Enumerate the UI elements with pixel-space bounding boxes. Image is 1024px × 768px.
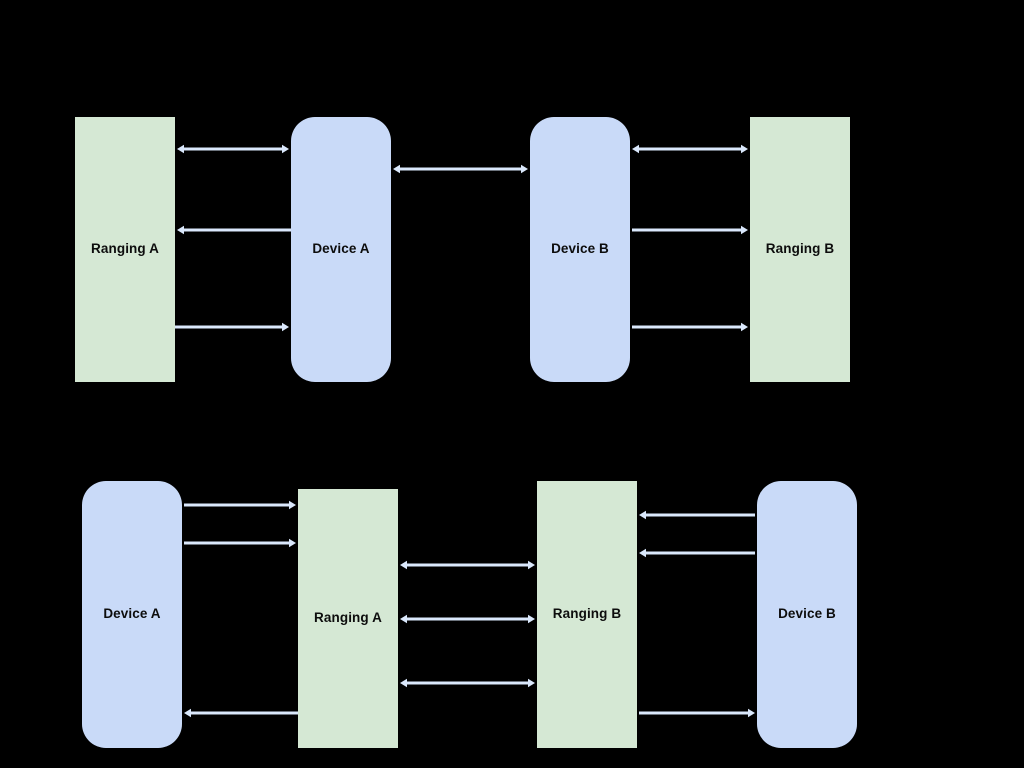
node-label: Ranging B [552,606,622,622]
node-label: Ranging A [314,610,382,626]
arrow-head [177,225,184,235]
arrow-shaft [642,513,755,517]
arrow-bot-device-a-to-bot-ranging-a [174,495,306,515]
arrow-graphic [184,708,298,718]
arrow-graphic [400,678,535,688]
arrow-shaft [635,147,745,151]
arrow-shaft [403,681,532,685]
node-label: Ranging B [765,241,835,257]
arrow-head [177,144,184,154]
node-bot-ranging-b[interactable]: Ranging B [537,481,637,748]
node-label: Device B [551,241,609,257]
node-label: Device B [778,606,836,622]
arrow-head [184,708,191,718]
arrow-graphic [173,322,289,332]
arrow-head [528,614,535,624]
arrow-head [528,560,535,570]
arrow-graphic [639,510,755,520]
arrow-top-device-b-to-top-ranging-b [622,139,758,159]
arrow-shaft [396,167,525,171]
node-top-device-b[interactable]: Device B [530,117,630,382]
node-bot-device-a[interactable]: Device A [82,481,182,748]
node-bot-ranging-a[interactable]: Ranging A [298,489,398,748]
arrow-bot-ranging-a-to-bot-ranging-b [390,609,545,629]
arrow-graphic [177,144,289,154]
arrow-graphic [632,322,748,332]
arrow-bot-device-a-to-bot-ranging-a [174,533,306,553]
arrow-graphic [400,614,535,624]
arrow-head [748,708,755,718]
arrow-top-ranging-a-to-top-device-a [167,139,299,159]
arrow-top-device-a-to-top-ranging-a [167,220,301,240]
arrow-shaft [173,325,286,329]
arrow-head [289,500,296,510]
arrow-top-device-a-to-top-device-b [383,159,538,179]
arrow-graphic [393,164,528,174]
arrow-shaft [403,617,532,621]
arrow-shaft [180,147,286,151]
arrow-top-ranging-a-to-top-device-a [163,317,299,337]
arrow-bot-device-b-to-bot-ranging-b [629,543,765,563]
arrow-head [741,144,748,154]
arrow-head [632,144,639,154]
arrow-shaft [639,711,752,715]
arrow-head [400,678,407,688]
arrow-graphic [632,225,748,235]
arrow-shaft [180,228,291,232]
arrow-head [289,538,296,548]
arrow-head [741,322,748,332]
node-label: Device A [103,606,161,622]
arrow-top-device-b-to-top-ranging-b [622,220,758,240]
arrow-bot-ranging-a-to-bot-ranging-b [390,555,545,575]
arrow-top-device-b-to-top-ranging-b [622,317,758,337]
arrow-head [282,322,289,332]
arrow-graphic [632,144,748,154]
arrow-shaft [632,228,745,232]
node-top-ranging-a[interactable]: Ranging A [75,117,175,382]
arrow-head [528,678,535,688]
arrow-head [741,225,748,235]
arrow-bot-ranging-a-to-bot-ranging-b [390,673,545,693]
arrow-bot-ranging-b-to-bot-device-b [629,703,765,723]
node-bot-device-b[interactable]: Device B [757,481,857,748]
arrow-shaft [187,711,298,715]
arrow-shaft [403,563,532,567]
arrow-head [393,164,400,174]
arrow-graphic [639,708,755,718]
arrow-head [639,548,646,558]
arrow-bot-ranging-a-to-bot-device-a [174,703,308,723]
arrow-bot-device-b-to-bot-ranging-b [629,505,765,525]
arrow-head [282,144,289,154]
arrow-shaft [184,503,293,507]
arrow-shaft [632,325,745,329]
arrow-shaft [642,551,755,555]
arrow-graphic [184,538,296,548]
arrow-graphic [184,500,296,510]
arrow-head [400,560,407,570]
arrow-graphic [177,225,291,235]
node-label: Device A [312,241,370,257]
arrow-head [400,614,407,624]
arrow-head [639,510,646,520]
arrow-graphic [639,548,755,558]
node-label: Ranging A [91,241,159,257]
node-top-device-a[interactable]: Device A [291,117,391,382]
arrow-shaft [184,541,293,545]
node-top-ranging-b[interactable]: Ranging B [750,117,850,382]
arrow-graphic [400,560,535,570]
arrow-head [521,164,528,174]
